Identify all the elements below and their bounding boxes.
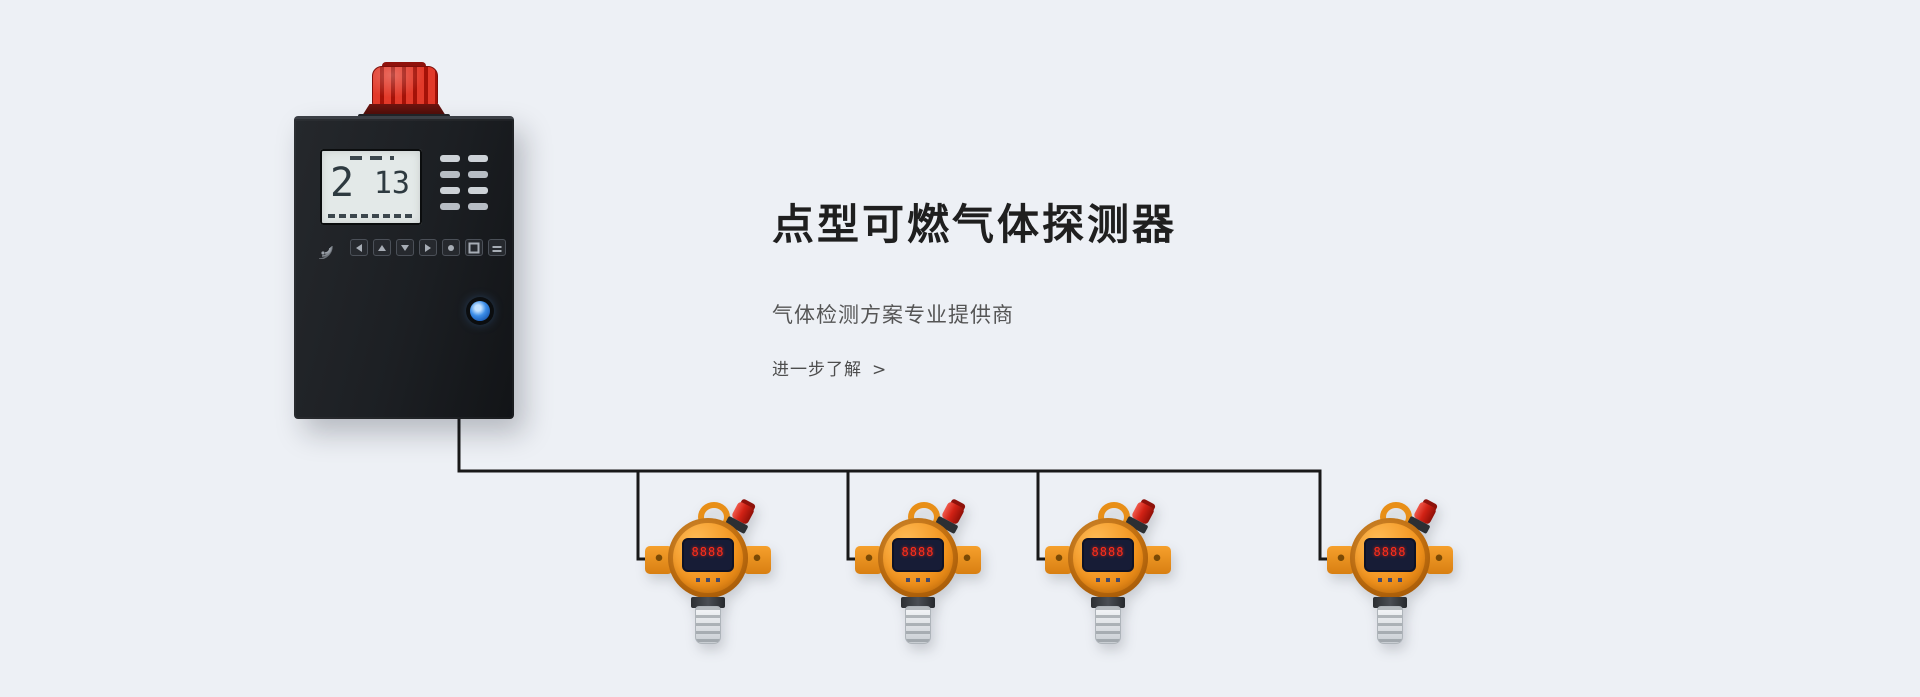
gas-detector-2: 8888 (853, 498, 983, 650)
panel-button-ok (442, 239, 460, 256)
connector-nut (1373, 597, 1407, 608)
gas-detector-3: 8888 (1043, 498, 1173, 650)
detector-display: 8888 (892, 538, 944, 572)
lcd-reading-value: 13 (373, 166, 410, 201)
lcd-display: 2 13 (320, 149, 422, 225)
detector-reading: 8888 (901, 545, 935, 559)
page-title: 点型可燃气体探测器 (772, 201, 1178, 248)
gas-detector-4: 8888 (1325, 498, 1455, 650)
display-buttons (1096, 578, 1120, 582)
gas-control-panel: 2 13 (294, 116, 514, 419)
speaker-icon (318, 237, 342, 260)
detector-body: 8888 (1350, 518, 1430, 598)
learn-more-label: 进一步了解 (772, 360, 862, 379)
detector-body: 8888 (1068, 518, 1148, 598)
panel-button-left (350, 239, 368, 256)
power-indicator-button (470, 301, 490, 321)
status-indicator-grid (436, 151, 494, 223)
lcd-status-text (328, 214, 414, 218)
ok-dot-icon (448, 244, 454, 251)
display-buttons (696, 578, 720, 582)
up-arrow-icon (378, 244, 386, 251)
right-arrow-icon (425, 243, 431, 252)
connector-nut (1091, 597, 1125, 608)
beacon-cap (382, 62, 426, 69)
menu-bars-icon (492, 243, 502, 252)
connector-nut (901, 597, 935, 608)
hero-subtitle: 气体检测方案专业提供商 (772, 304, 1014, 327)
sensor-head (905, 606, 931, 644)
panel-keypad (350, 239, 506, 256)
display-buttons (1378, 578, 1402, 582)
detector-display: 8888 (1082, 538, 1134, 572)
detector-display: 8888 (1364, 538, 1416, 572)
alarm-beacon-icon (358, 62, 450, 122)
panel-button-down (396, 239, 414, 256)
beacon-dome (372, 66, 438, 108)
sensor-head (695, 606, 721, 644)
panel-button-select (465, 239, 483, 256)
sensor-head (1095, 606, 1121, 644)
panel-button-up (373, 239, 391, 256)
chevron-right-icon: > (872, 360, 888, 380)
detector-display: 8888 (682, 538, 734, 572)
beacon-base (362, 104, 446, 116)
lcd-channel-value: 2 (330, 160, 355, 206)
detector-body: 8888 (878, 518, 958, 598)
lcd-top-labels (350, 156, 394, 160)
square-icon (468, 242, 480, 253)
gas-detector-1: 8888 (643, 498, 773, 650)
connector-nut (691, 597, 725, 608)
detector-body: 8888 (668, 518, 748, 598)
detector-reading: 8888 (1091, 545, 1125, 559)
left-arrow-icon (356, 243, 362, 252)
panel-button-right (419, 239, 437, 256)
display-buttons (906, 578, 930, 582)
panel-button-menu (488, 239, 506, 256)
detector-reading: 8888 (1373, 545, 1407, 559)
hero-text-block: 点型可燃气体探测器 气体检测方案专业提供商 进一步了解 > (772, 201, 1472, 379)
down-arrow-icon (401, 244, 409, 251)
detector-reading: 8888 (691, 545, 725, 559)
learn-more-link[interactable]: 进一步了解 > (772, 361, 887, 379)
sensor-head (1377, 606, 1403, 644)
indicator-lights (440, 155, 460, 162)
